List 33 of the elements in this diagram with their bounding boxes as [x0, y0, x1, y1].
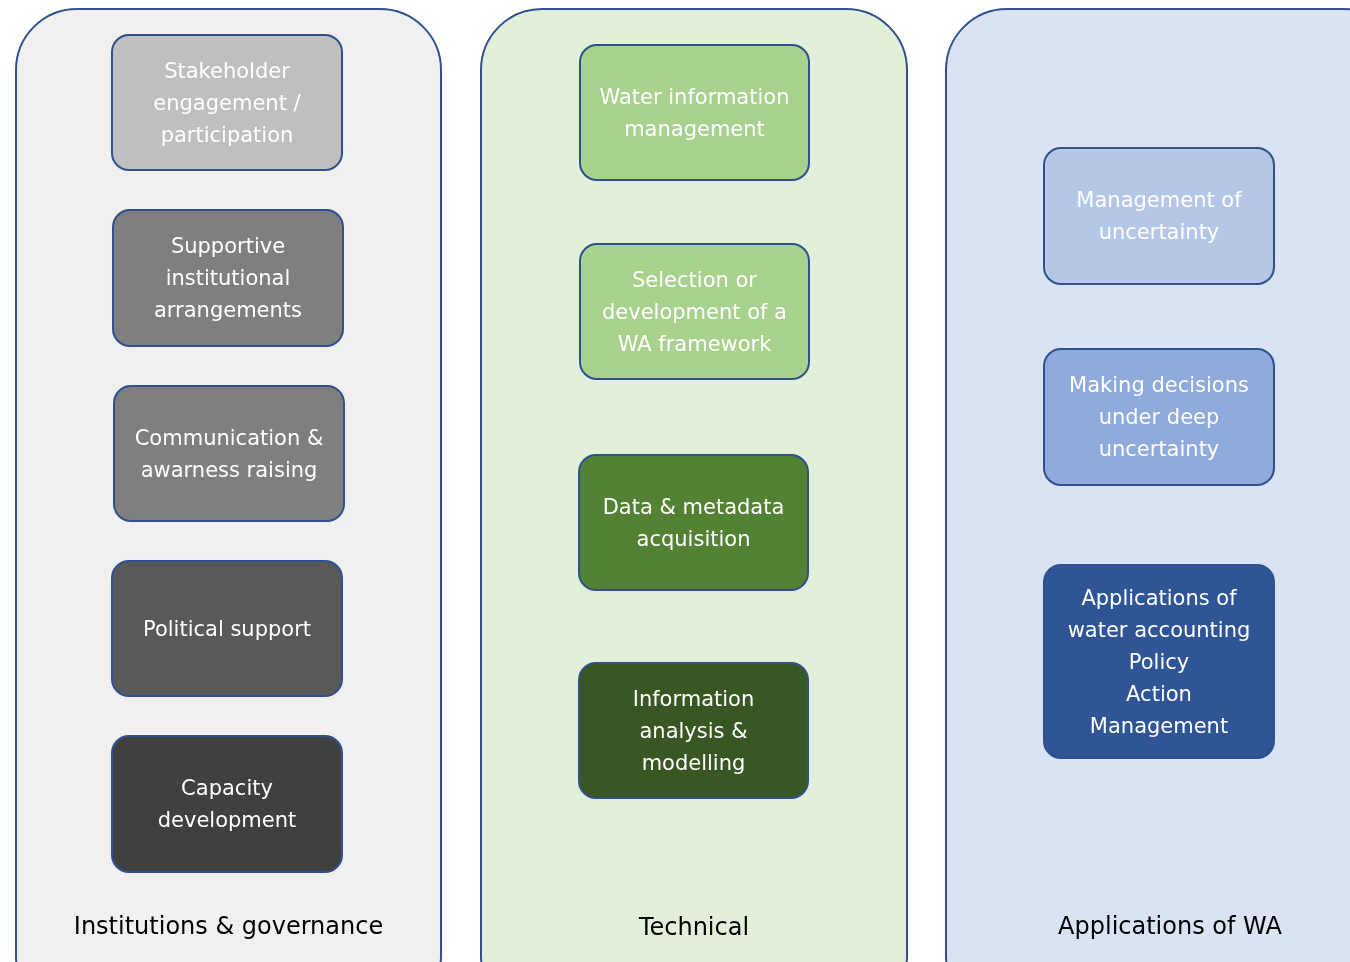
panel-heading: Applications of WA: [1058, 912, 1282, 940]
box-label: Political support: [142, 615, 312, 643]
panel-heading: Technical: [638, 913, 750, 941]
group-panel: [480, 8, 908, 962]
process-box: [579, 44, 810, 181]
process-box: [1043, 147, 1275, 285]
box-label: Selection or development of a WA framework: [601, 266, 788, 358]
process-box: [578, 454, 809, 591]
box-label: Applications of water accounting: [1066, 584, 1252, 644]
process-box: [111, 34, 343, 171]
box-label: Management of uncertainty: [1075, 187, 1243, 246]
process-box: [112, 209, 344, 347]
group-panel: [945, 8, 1350, 962]
box-label: Information analysis & modelling: [631, 685, 756, 777]
box-label: Data & metadata acquisition: [601, 493, 786, 553]
box-label: Water information management: [598, 83, 791, 143]
process-box: [1043, 348, 1275, 486]
box-label: Making decisions under deep uncertainty: [1068, 372, 1250, 463]
box-label: Management: [1089, 712, 1229, 740]
process-box: [579, 243, 810, 380]
panel-heading: Institutions & governance: [73, 912, 384, 940]
process-box: [113, 385, 345, 522]
box-label: Action: [1126, 680, 1192, 708]
box-label: Supportive institutional arrangements: [152, 233, 304, 324]
group-panel: [15, 8, 442, 962]
process-box: [111, 735, 343, 873]
box-label: Capacity development: [156, 775, 298, 834]
box-label: Communication & awarness raising: [133, 424, 325, 484]
process-box: [111, 560, 343, 697]
box-label: Stakeholder engagement / participation: [152, 57, 302, 149]
process-box: [1043, 564, 1275, 759]
process-box: [578, 662, 809, 799]
box-label: Policy: [1128, 648, 1190, 676]
